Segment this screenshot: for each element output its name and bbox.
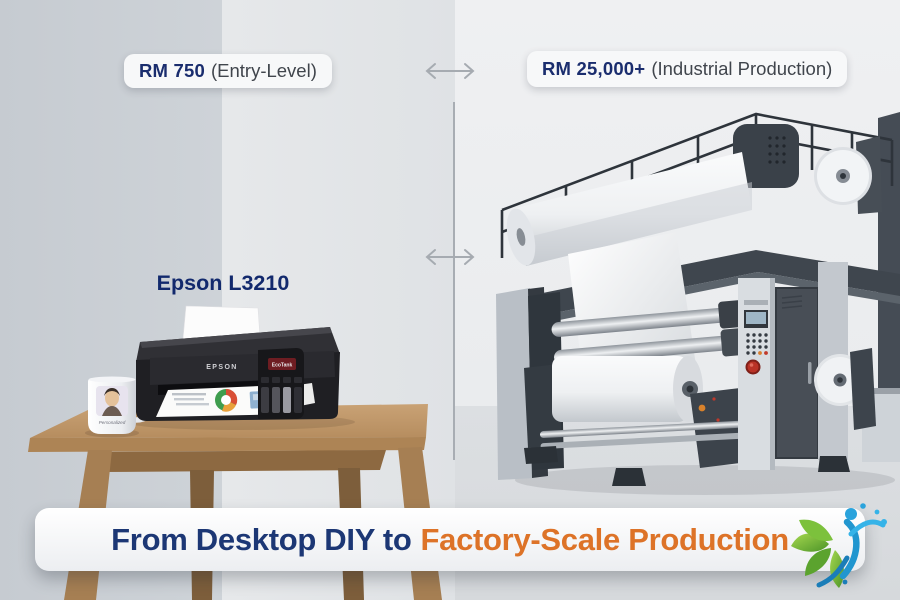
machine-control-panel: [738, 278, 775, 470]
price-value: RM 25,000+: [542, 58, 646, 79]
banner-text-primary: From Desktop DIY to: [111, 521, 412, 557]
photo-mug: Personalized: [88, 376, 154, 434]
printer-brand-text: EPSON: [206, 364, 238, 371]
emergency-stop-button: [745, 359, 761, 375]
price-tier: (Industrial Production): [651, 58, 833, 79]
right-roll-end: [814, 136, 882, 214]
compare-left-right-arrow-icon: [425, 63, 475, 79]
machine-floor-shadow: [515, 465, 895, 495]
top-paper-roll: [506, 152, 752, 266]
price-badge-industrial: RM 25,000+ (Industrial Production): [527, 51, 848, 87]
product-name-label: Epson L3210: [156, 271, 290, 295]
mug-photo-face: [105, 389, 119, 407]
compare-left-right-arrow-icon: [425, 249, 475, 265]
price-value: RM 750: [139, 60, 205, 81]
machine-right-section: [814, 262, 876, 472]
background-wall-left: [0, 0, 222, 600]
machine-top-housing: [733, 124, 799, 188]
machine-deck-beam: [498, 250, 900, 324]
machine-cabinet-door: [775, 287, 819, 459]
control-keypad: [746, 333, 768, 355]
industrial-printing-machine: [496, 112, 900, 495]
printer-ink-tanks: EcoTank: [258, 348, 304, 419]
banner-text-accent: Factory-Scale Production: [420, 521, 790, 557]
bottom-paper-roll: [524, 356, 748, 486]
desktop-printer: EPSON EcoTank: [136, 305, 340, 421]
brand-logo-leaf-splash-icon: [791, 503, 887, 588]
price-tier: (Entry-Level): [210, 60, 317, 81]
center-divider-line: [453, 102, 455, 460]
ink-badge-text: EcoTank: [272, 363, 293, 369]
mug-caption-text: Personalized: [99, 420, 126, 425]
price-badge-entry-level: RM 750 (Entry-Level): [124, 54, 332, 88]
